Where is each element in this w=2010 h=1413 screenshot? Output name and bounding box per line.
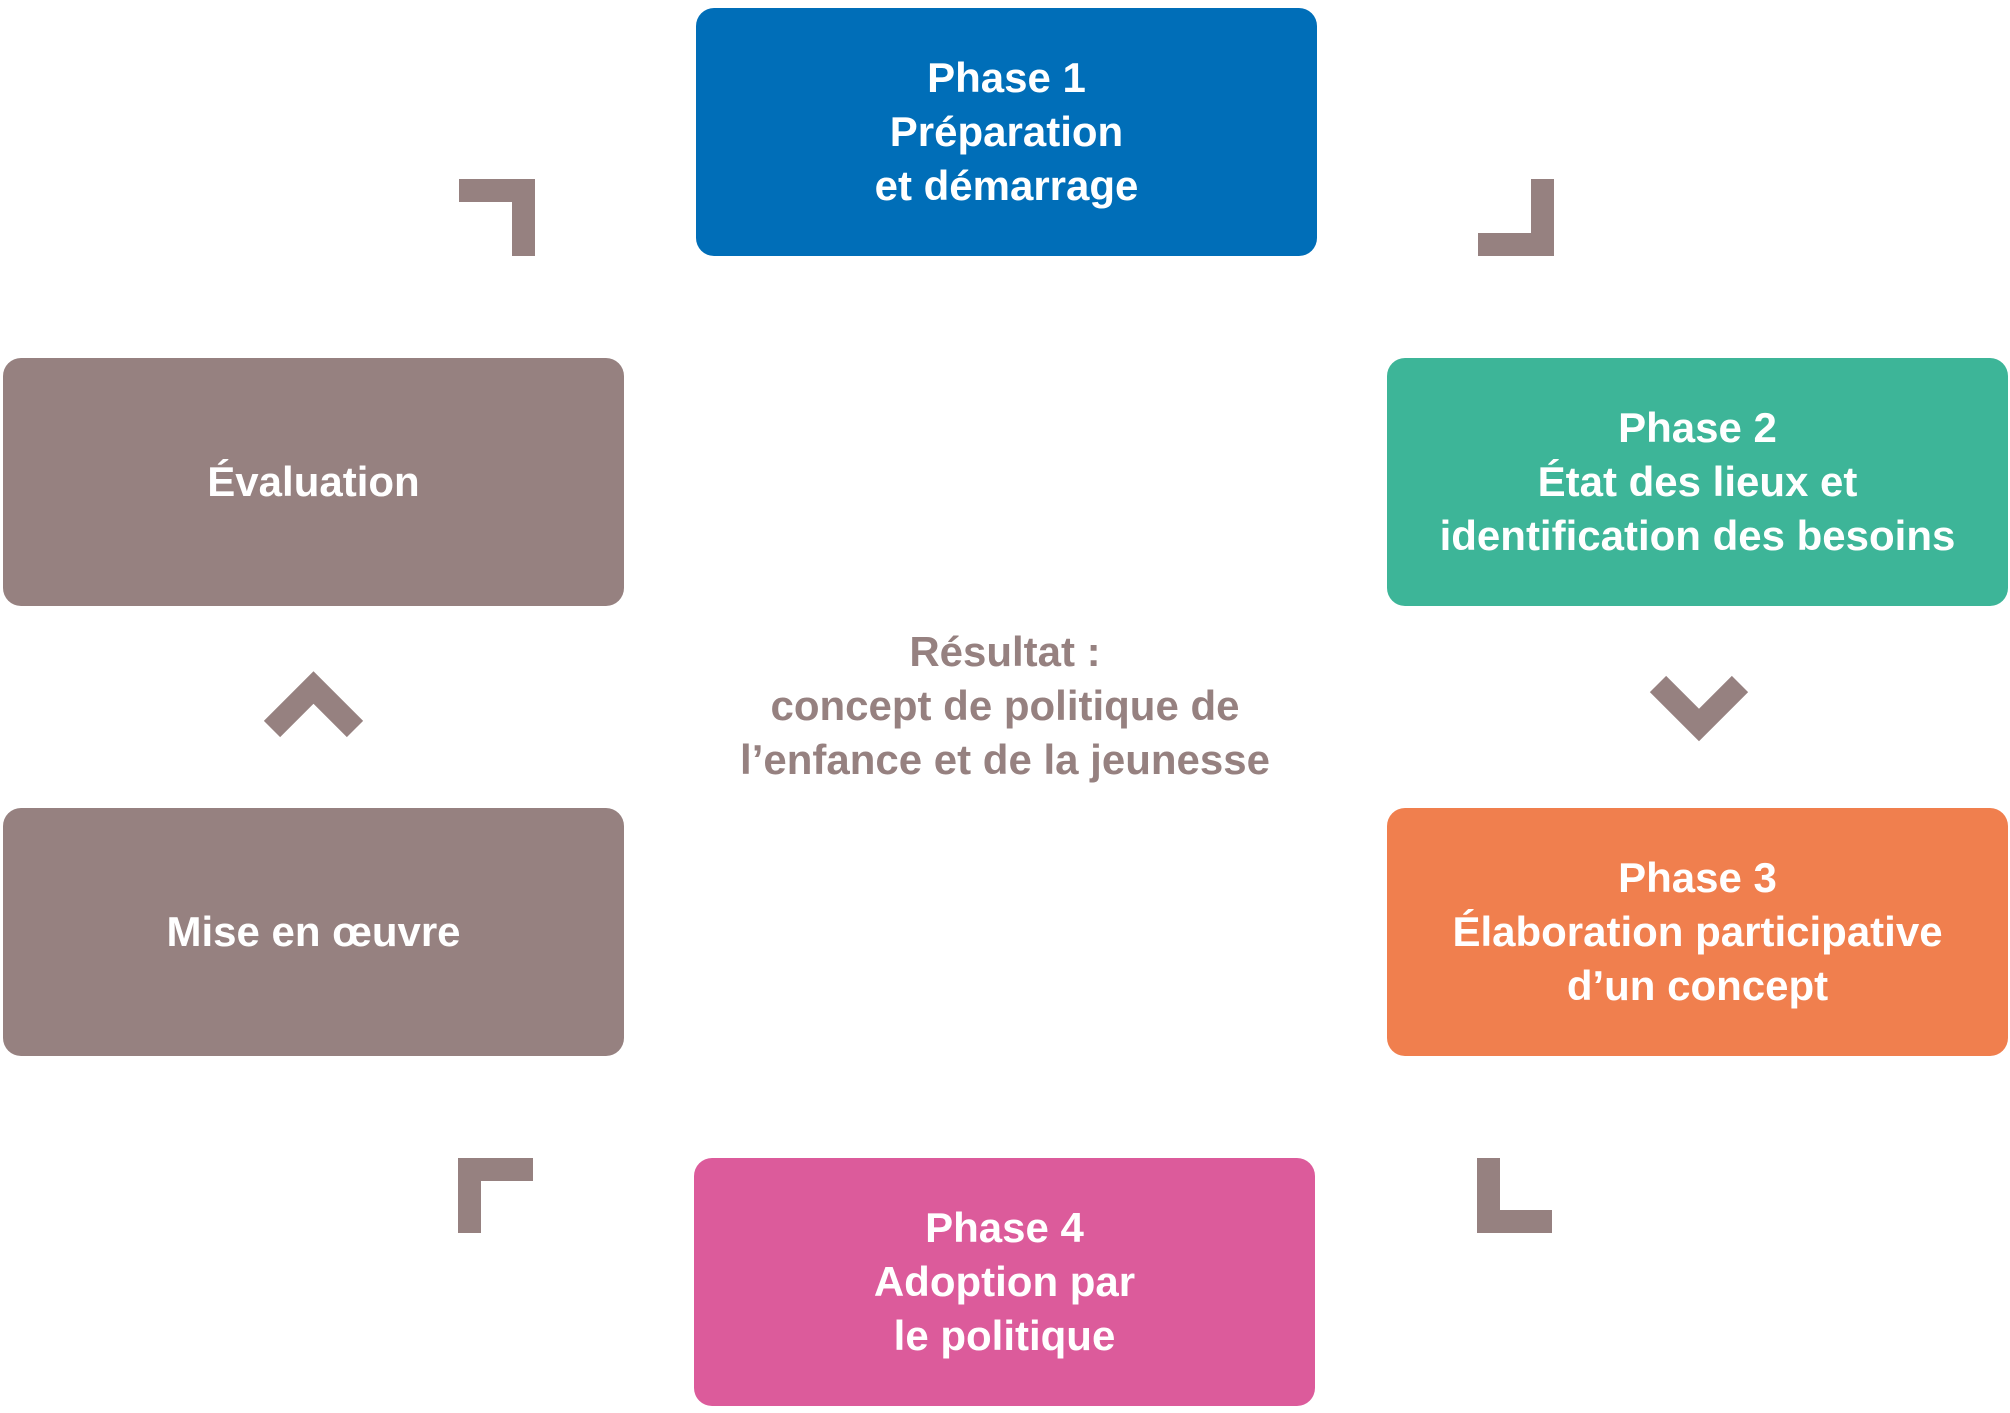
phase-2-title-line-2: identification des besoins xyxy=(1439,512,1956,559)
phase-4-title-line-1: Adoption par xyxy=(873,1258,1136,1305)
corner-arrow-icon xyxy=(1477,1158,1552,1233)
implementation-label: Mise en œuvre xyxy=(166,908,461,955)
corner-arrow-icon xyxy=(458,1158,533,1233)
phase-1-box: Phase 1 Préparation et démarrage xyxy=(696,8,1317,256)
corner-arrow-icon xyxy=(459,179,535,256)
phase-3-title-line-1: Élaboration participative xyxy=(1452,908,1943,955)
phase-1-title-line-1: Préparation xyxy=(889,108,1124,155)
phase-3-title-line-2: d’un concept xyxy=(1566,962,1829,1009)
phase-1-label: Phase 1 xyxy=(927,54,1086,101)
result-heading: Résultat : xyxy=(909,628,1101,675)
evaluation-label: Évaluation xyxy=(207,458,420,505)
phase-4-label: Phase 4 xyxy=(925,1204,1084,1251)
phase-2-box: Phase 2 État des lieux et identification… xyxy=(1387,358,2008,606)
phase-1-title-line-2: et démarrage xyxy=(874,162,1139,209)
phase-4-box: Phase 4 Adoption par le politique xyxy=(694,1158,1315,1406)
phase-4-title-line-2: le politique xyxy=(893,1312,1116,1359)
result-line-1: concept de politique de xyxy=(770,682,1240,729)
phase-2-label: Phase 2 xyxy=(1618,404,1777,451)
result-line-2: l’enfance et de la jeunesse xyxy=(740,736,1270,783)
corner-arrow-icon xyxy=(1478,179,1554,256)
phase-3-box: Phase 3 Élaboration participative d’un c… xyxy=(1387,808,2008,1056)
phase-2-title-line-1: État des lieux et xyxy=(1537,458,1858,505)
implementation-box: Mise en œuvre xyxy=(3,808,624,1056)
evaluation-box: Évaluation xyxy=(3,358,624,606)
result-text: Résultat : concept de politique de l’enf… xyxy=(0,625,2010,787)
phase-3-label: Phase 3 xyxy=(1618,854,1777,901)
